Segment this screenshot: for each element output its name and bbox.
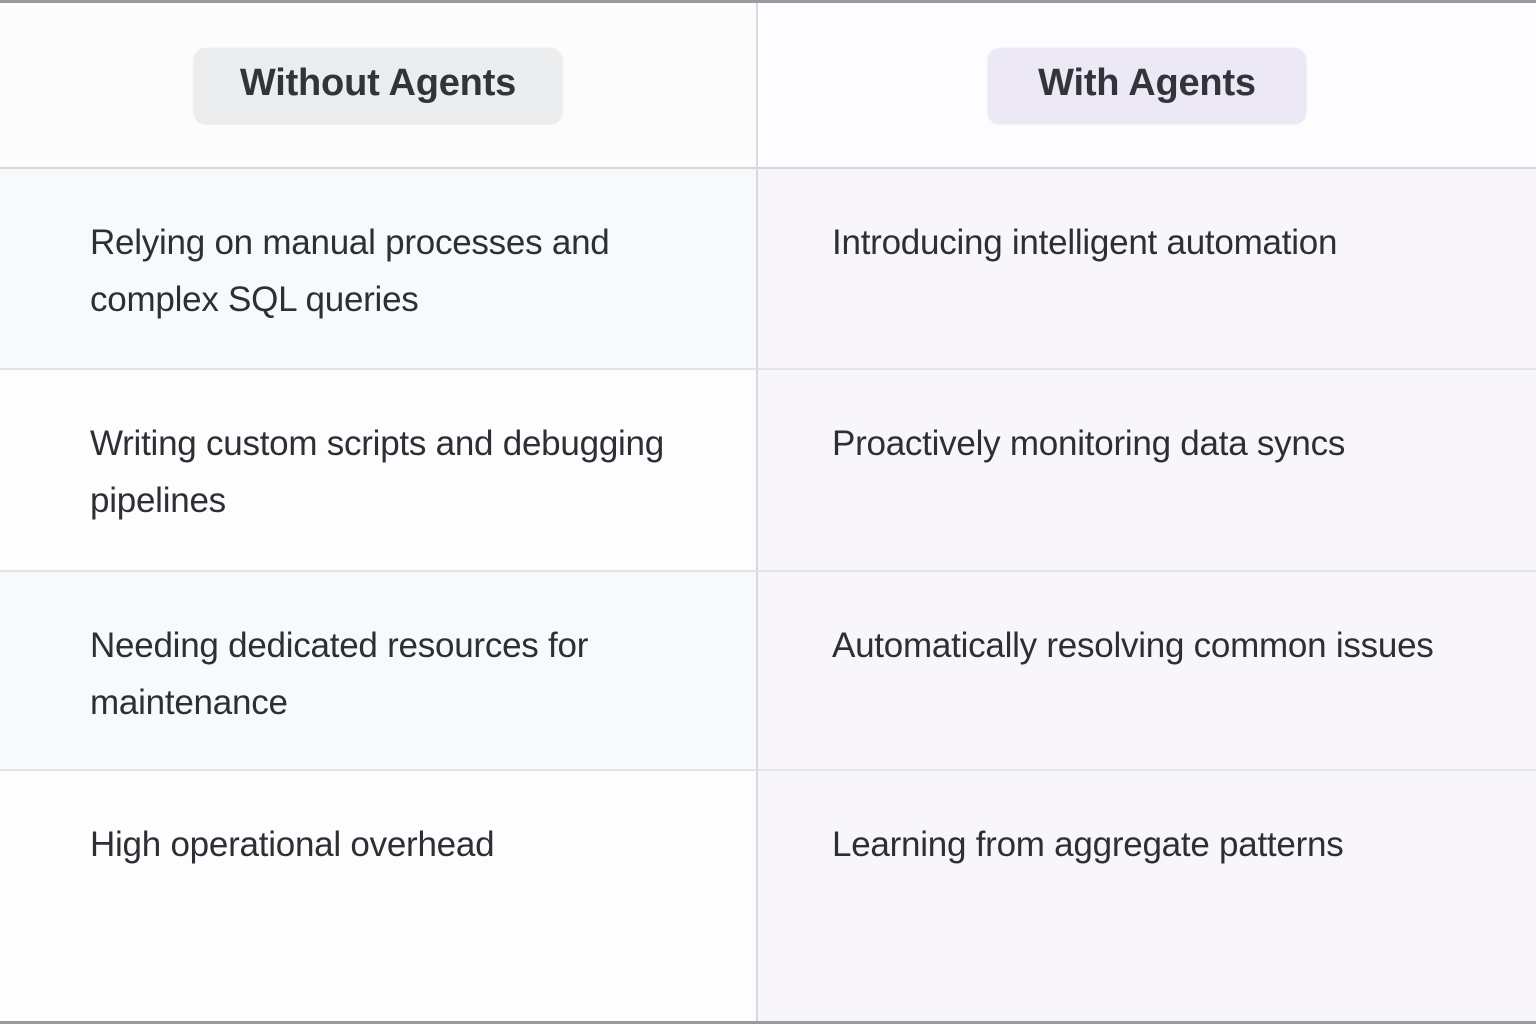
table-row: Learning from aggregate patterns <box>758 771 1536 1021</box>
comparison-grid: Without Agents With Agents Relying on ma… <box>0 3 1536 1021</box>
table-row: High operational overhead <box>0 771 758 1021</box>
badge-with-agents[interactable]: With Agents <box>988 47 1306 123</box>
table-row: Proactively monitoring data syncs <box>758 370 1536 572</box>
cell-without-agents-1: Relying on manual processes and complex … <box>90 223 610 319</box>
table-row: Relying on manual processes and complex … <box>0 169 758 370</box>
column-header-with-agents: With Agents <box>758 3 1536 169</box>
cell-without-agents-4: High operational overhead <box>90 825 495 864</box>
cell-without-agents-2: Writing custom scripts and debugging pip… <box>90 424 664 520</box>
table-row: Introducing intelligent automation <box>758 169 1536 370</box>
cell-with-agents-4: Learning from aggregate patterns <box>832 825 1344 864</box>
cell-without-agents-3: Needing dedicated resources for maintena… <box>90 626 589 722</box>
cell-with-agents-2: Proactively monitoring data syncs <box>832 424 1346 463</box>
table-row: Automatically resolving common issues <box>758 572 1536 771</box>
table-row: Writing custom scripts and debugging pip… <box>0 370 758 572</box>
cell-with-agents-3: Automatically resolving common issues <box>832 626 1434 665</box>
badge-without-agents[interactable]: Without Agents <box>194 47 562 123</box>
table-row: Needing dedicated resources for maintena… <box>0 572 758 771</box>
column-header-without-agents: Without Agents <box>0 3 758 169</box>
cell-with-agents-1: Introducing intelligent automation <box>832 223 1338 262</box>
